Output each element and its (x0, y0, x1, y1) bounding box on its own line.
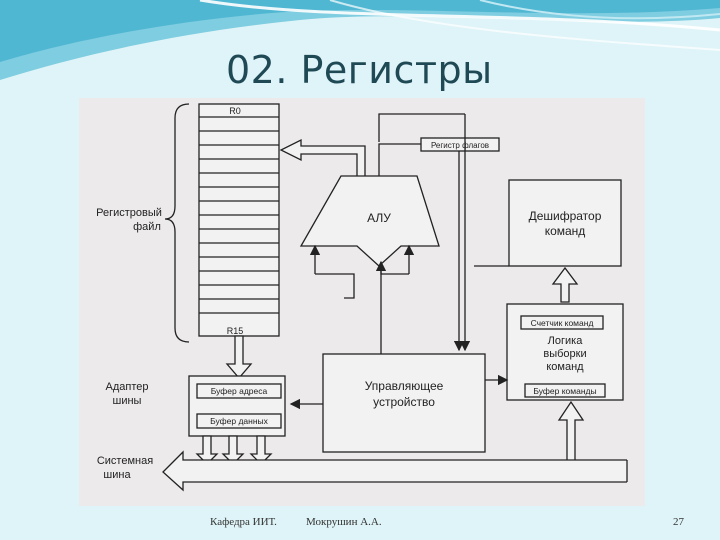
page-number: 27 (673, 516, 684, 528)
control-unit-label-line1: Управляющее (365, 379, 444, 393)
address-buffer-label: Буфер адреса (211, 386, 268, 396)
fetch-logic-label-line3: команд (546, 361, 584, 373)
control-unit-box (322, 353, 486, 453)
fetch-logic-label-line1: Логика (548, 335, 584, 347)
footer-department: Кафедра ИИТ. (210, 516, 277, 528)
alu-label: АЛУ (367, 211, 391, 225)
register-r15-label: R15 (227, 326, 244, 336)
system-bus-arrow (162, 450, 627, 492)
processor-architecture-diagram: R0 R15 Регистровый файл Регистр флагов А… (79, 98, 645, 506)
program-counter-label: Счетчик команд (531, 318, 594, 328)
footer-author: Мокрушин А.А. (306, 516, 382, 528)
data-buffer-label: Буфер данных (210, 416, 269, 426)
register-r0-label: R0 (229, 106, 241, 116)
instruction-buffer-label: Буфер команды (533, 386, 596, 396)
bus-adapter-label-line2: шины (113, 395, 142, 407)
program-counter-box (520, 315, 604, 330)
decoder-label-line1: Дешифратор (529, 209, 602, 223)
register-file (198, 103, 280, 337)
registers-to-adapter-arrow (225, 335, 253, 379)
bus-adapter-label-line1: Адаптер (106, 381, 149, 393)
register-file-label-line2: файл (133, 221, 161, 233)
decoder-label-line2: команд (545, 224, 586, 238)
system-bus-label-line2: шина (103, 469, 131, 481)
instruction-buffer-box (524, 383, 606, 398)
register-file-brace (164, 103, 190, 343)
fetch-logic-label-line2: выборки (543, 348, 586, 360)
fetch-to-decoder-arrow (551, 266, 579, 303)
address-buffer-box (196, 383, 282, 399)
header-wave-decoration (0, 0, 720, 80)
control-unit-label-line2: устройство (373, 395, 435, 409)
alu-to-registers-arrow (279, 138, 366, 185)
system-bus-label-line1: Системная (97, 455, 153, 467)
register-file-label-line1: Регистровый (96, 207, 162, 219)
instruction-decoder-box (508, 179, 622, 267)
data-buffer-box (196, 413, 282, 429)
slide-title: 02. Регистры (226, 48, 493, 92)
flags-register-label: Регистр флагов (431, 141, 489, 150)
